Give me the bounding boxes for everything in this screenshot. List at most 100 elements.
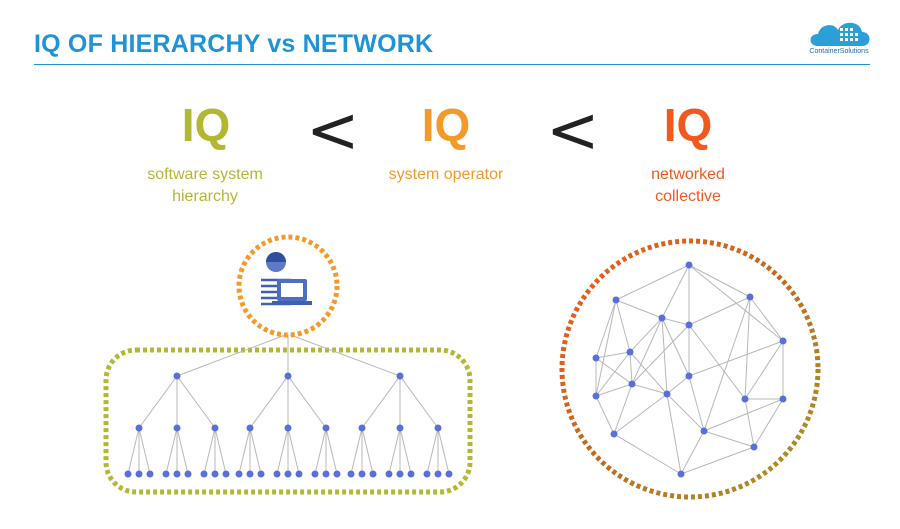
label-operator-line1: system operator bbox=[388, 166, 504, 183]
network-node bbox=[658, 314, 666, 322]
tree-node-level2 bbox=[434, 424, 442, 432]
tree-edge bbox=[399, 427, 412, 475]
tree-edge bbox=[176, 427, 189, 475]
network-edge bbox=[615, 299, 663, 319]
tree-edge bbox=[165, 427, 178, 475]
tree-node-leaf bbox=[369, 470, 377, 478]
tree-edge bbox=[249, 427, 262, 475]
tree-node-leaf bbox=[235, 470, 243, 478]
tree-node-leaf bbox=[347, 470, 355, 478]
tree-edge bbox=[361, 427, 374, 475]
network-edge bbox=[680, 446, 755, 475]
network-edge bbox=[661, 317, 668, 395]
tree-node-leaf bbox=[162, 470, 170, 478]
network-edge bbox=[666, 393, 705, 432]
network-edge bbox=[703, 398, 784, 432]
tree-node-leaf bbox=[322, 470, 330, 478]
network-node bbox=[741, 395, 749, 403]
tree-node-leaf bbox=[284, 470, 292, 478]
network-node bbox=[663, 390, 671, 398]
network-edge bbox=[744, 296, 751, 400]
iq-hierarchy: IQ bbox=[181, 99, 231, 151]
network-edge bbox=[631, 324, 690, 385]
tree-node-level2 bbox=[322, 424, 330, 432]
tree-node-leaf bbox=[407, 470, 415, 478]
tree-node-leaf bbox=[385, 470, 393, 478]
network-edge bbox=[595, 351, 631, 397]
network-edge bbox=[688, 375, 705, 432]
network-ring bbox=[559, 238, 821, 500]
tree-node-leaf bbox=[273, 470, 281, 478]
network-edge bbox=[595, 383, 633, 397]
tree-edge bbox=[325, 427, 338, 475]
tree-edge bbox=[287, 427, 300, 475]
tree-node-leaf bbox=[222, 470, 230, 478]
network-edge bbox=[703, 296, 751, 432]
tree-edge bbox=[287, 333, 401, 377]
network-edge bbox=[744, 398, 755, 448]
label-network-line1: networked bbox=[651, 166, 725, 183]
tree-node-leaf bbox=[257, 470, 265, 478]
network-nodes bbox=[592, 261, 787, 478]
tree-node-level2 bbox=[135, 424, 143, 432]
label-network: networked collective bbox=[588, 164, 788, 208]
tree-edge bbox=[388, 427, 401, 475]
network-edge bbox=[615, 264, 690, 301]
network-edge bbox=[613, 393, 668, 435]
tree-node-leaf bbox=[333, 470, 341, 478]
label-hierarchy-line2: hierarchy bbox=[172, 188, 238, 205]
hierarchy-container bbox=[103, 347, 473, 495]
tree-edge bbox=[138, 427, 151, 475]
tree-node-level1 bbox=[284, 372, 292, 380]
network-node bbox=[612, 296, 620, 304]
label-network-line2: collective bbox=[655, 188, 721, 205]
less-than-separator-1: < bbox=[306, 94, 360, 168]
network-node bbox=[592, 354, 600, 362]
tree-node-level2 bbox=[284, 424, 292, 432]
tree-edge bbox=[238, 427, 251, 475]
network-edge bbox=[613, 383, 633, 435]
tree-edge bbox=[361, 375, 401, 429]
tree-edge bbox=[426, 427, 439, 475]
tree-node-level2 bbox=[358, 424, 366, 432]
cloud-grid-icon bbox=[810, 22, 870, 46]
tree-node-leaf bbox=[173, 470, 181, 478]
tree-node-level1 bbox=[396, 372, 404, 380]
network-node bbox=[779, 337, 787, 345]
tree-node-level1 bbox=[173, 372, 181, 380]
network-node bbox=[677, 470, 685, 478]
network-node bbox=[592, 392, 600, 400]
network-node bbox=[628, 380, 636, 388]
tree-node-level2 bbox=[173, 424, 181, 432]
network-node bbox=[685, 261, 693, 269]
slide-title: IQ OF HIERARCHY vs NETWORK bbox=[34, 30, 434, 58]
network-edge bbox=[615, 299, 631, 353]
network-node bbox=[746, 293, 754, 301]
network-edge bbox=[688, 296, 751, 326]
tree-nodes bbox=[124, 372, 453, 478]
label-hierarchy: software system hierarchy bbox=[105, 164, 305, 208]
network-edges bbox=[595, 264, 784, 475]
network-edge bbox=[595, 351, 631, 359]
network-node bbox=[610, 430, 618, 438]
tree-edge bbox=[127, 427, 140, 475]
network-node bbox=[700, 427, 708, 435]
tree-node-level2 bbox=[396, 424, 404, 432]
tree-node-leaf bbox=[295, 470, 303, 478]
less-than-separator-2: < bbox=[546, 94, 600, 168]
network-edge bbox=[595, 299, 617, 359]
network-edge bbox=[661, 317, 690, 377]
network-edge bbox=[629, 351, 668, 395]
tree-edge bbox=[276, 427, 289, 475]
tree-edge bbox=[249, 375, 289, 429]
network-edge bbox=[666, 393, 682, 475]
tree-node-leaf bbox=[124, 470, 132, 478]
network-edge bbox=[703, 430, 755, 448]
network-edge bbox=[629, 351, 633, 385]
tree-node-leaf bbox=[184, 470, 192, 478]
network-edge bbox=[753, 398, 784, 448]
tree-edges bbox=[127, 333, 450, 475]
tree-node-leaf bbox=[358, 470, 366, 478]
network-edge bbox=[680, 430, 705, 475]
